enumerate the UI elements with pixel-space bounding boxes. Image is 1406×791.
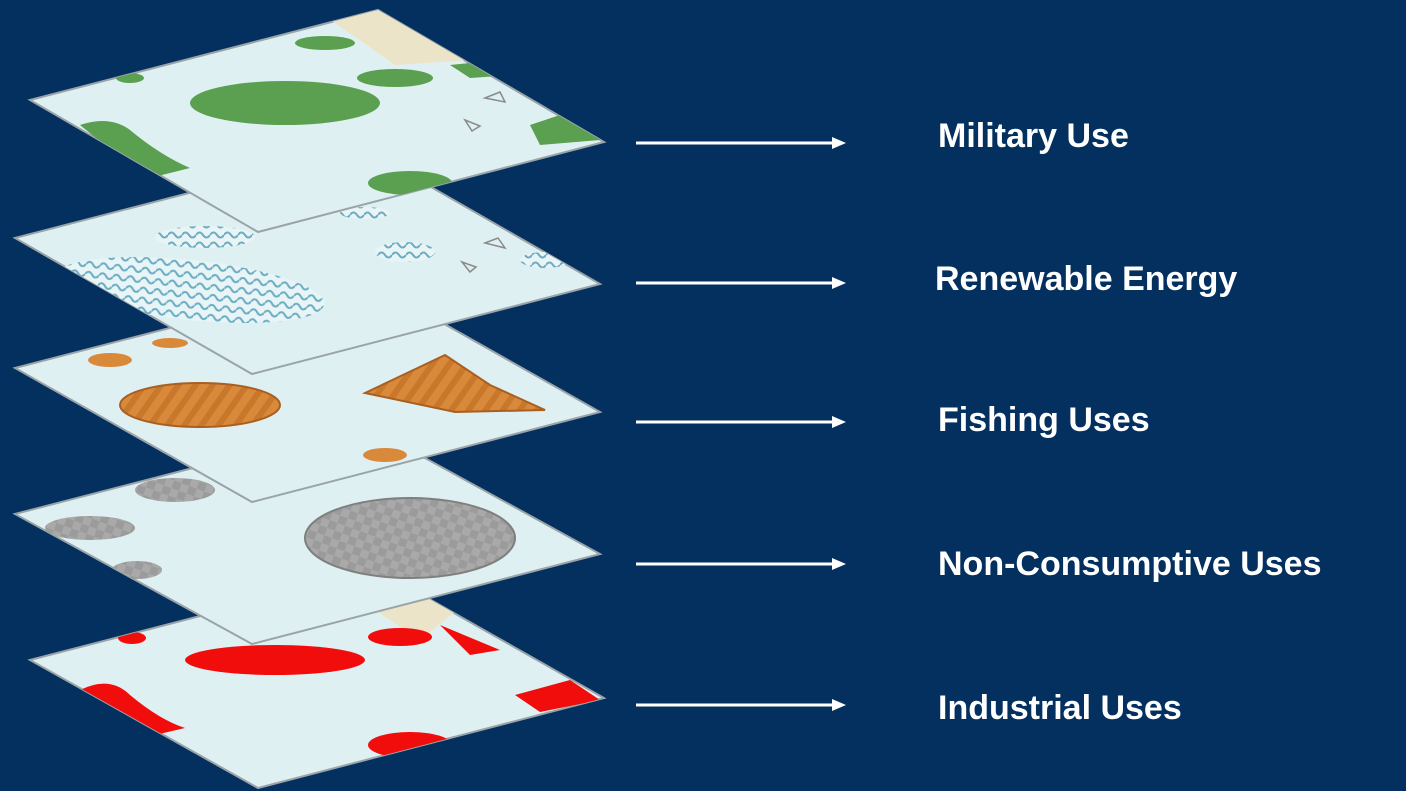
arrow-military (629, 136, 853, 150)
arrow-renewable-energy (629, 276, 853, 290)
label-fishing-uses: Fishing Uses (938, 401, 1150, 439)
label-industrial-uses: Industrial Uses (938, 689, 1182, 727)
layer-non-consumptive-map (12, 422, 603, 646)
arrow-fishing (629, 415, 853, 429)
arrow-non-consumptive (629, 557, 853, 571)
label-renewable-energy: Renewable Energy (935, 260, 1238, 298)
arrow-industrial (629, 698, 853, 712)
layer-fishing-map (12, 276, 603, 504)
layer-military-map (27, 8, 607, 234)
label-non-consumptive-uses: Non-Consumptive Uses (938, 545, 1322, 583)
label-military-use: Military Use (938, 117, 1129, 155)
